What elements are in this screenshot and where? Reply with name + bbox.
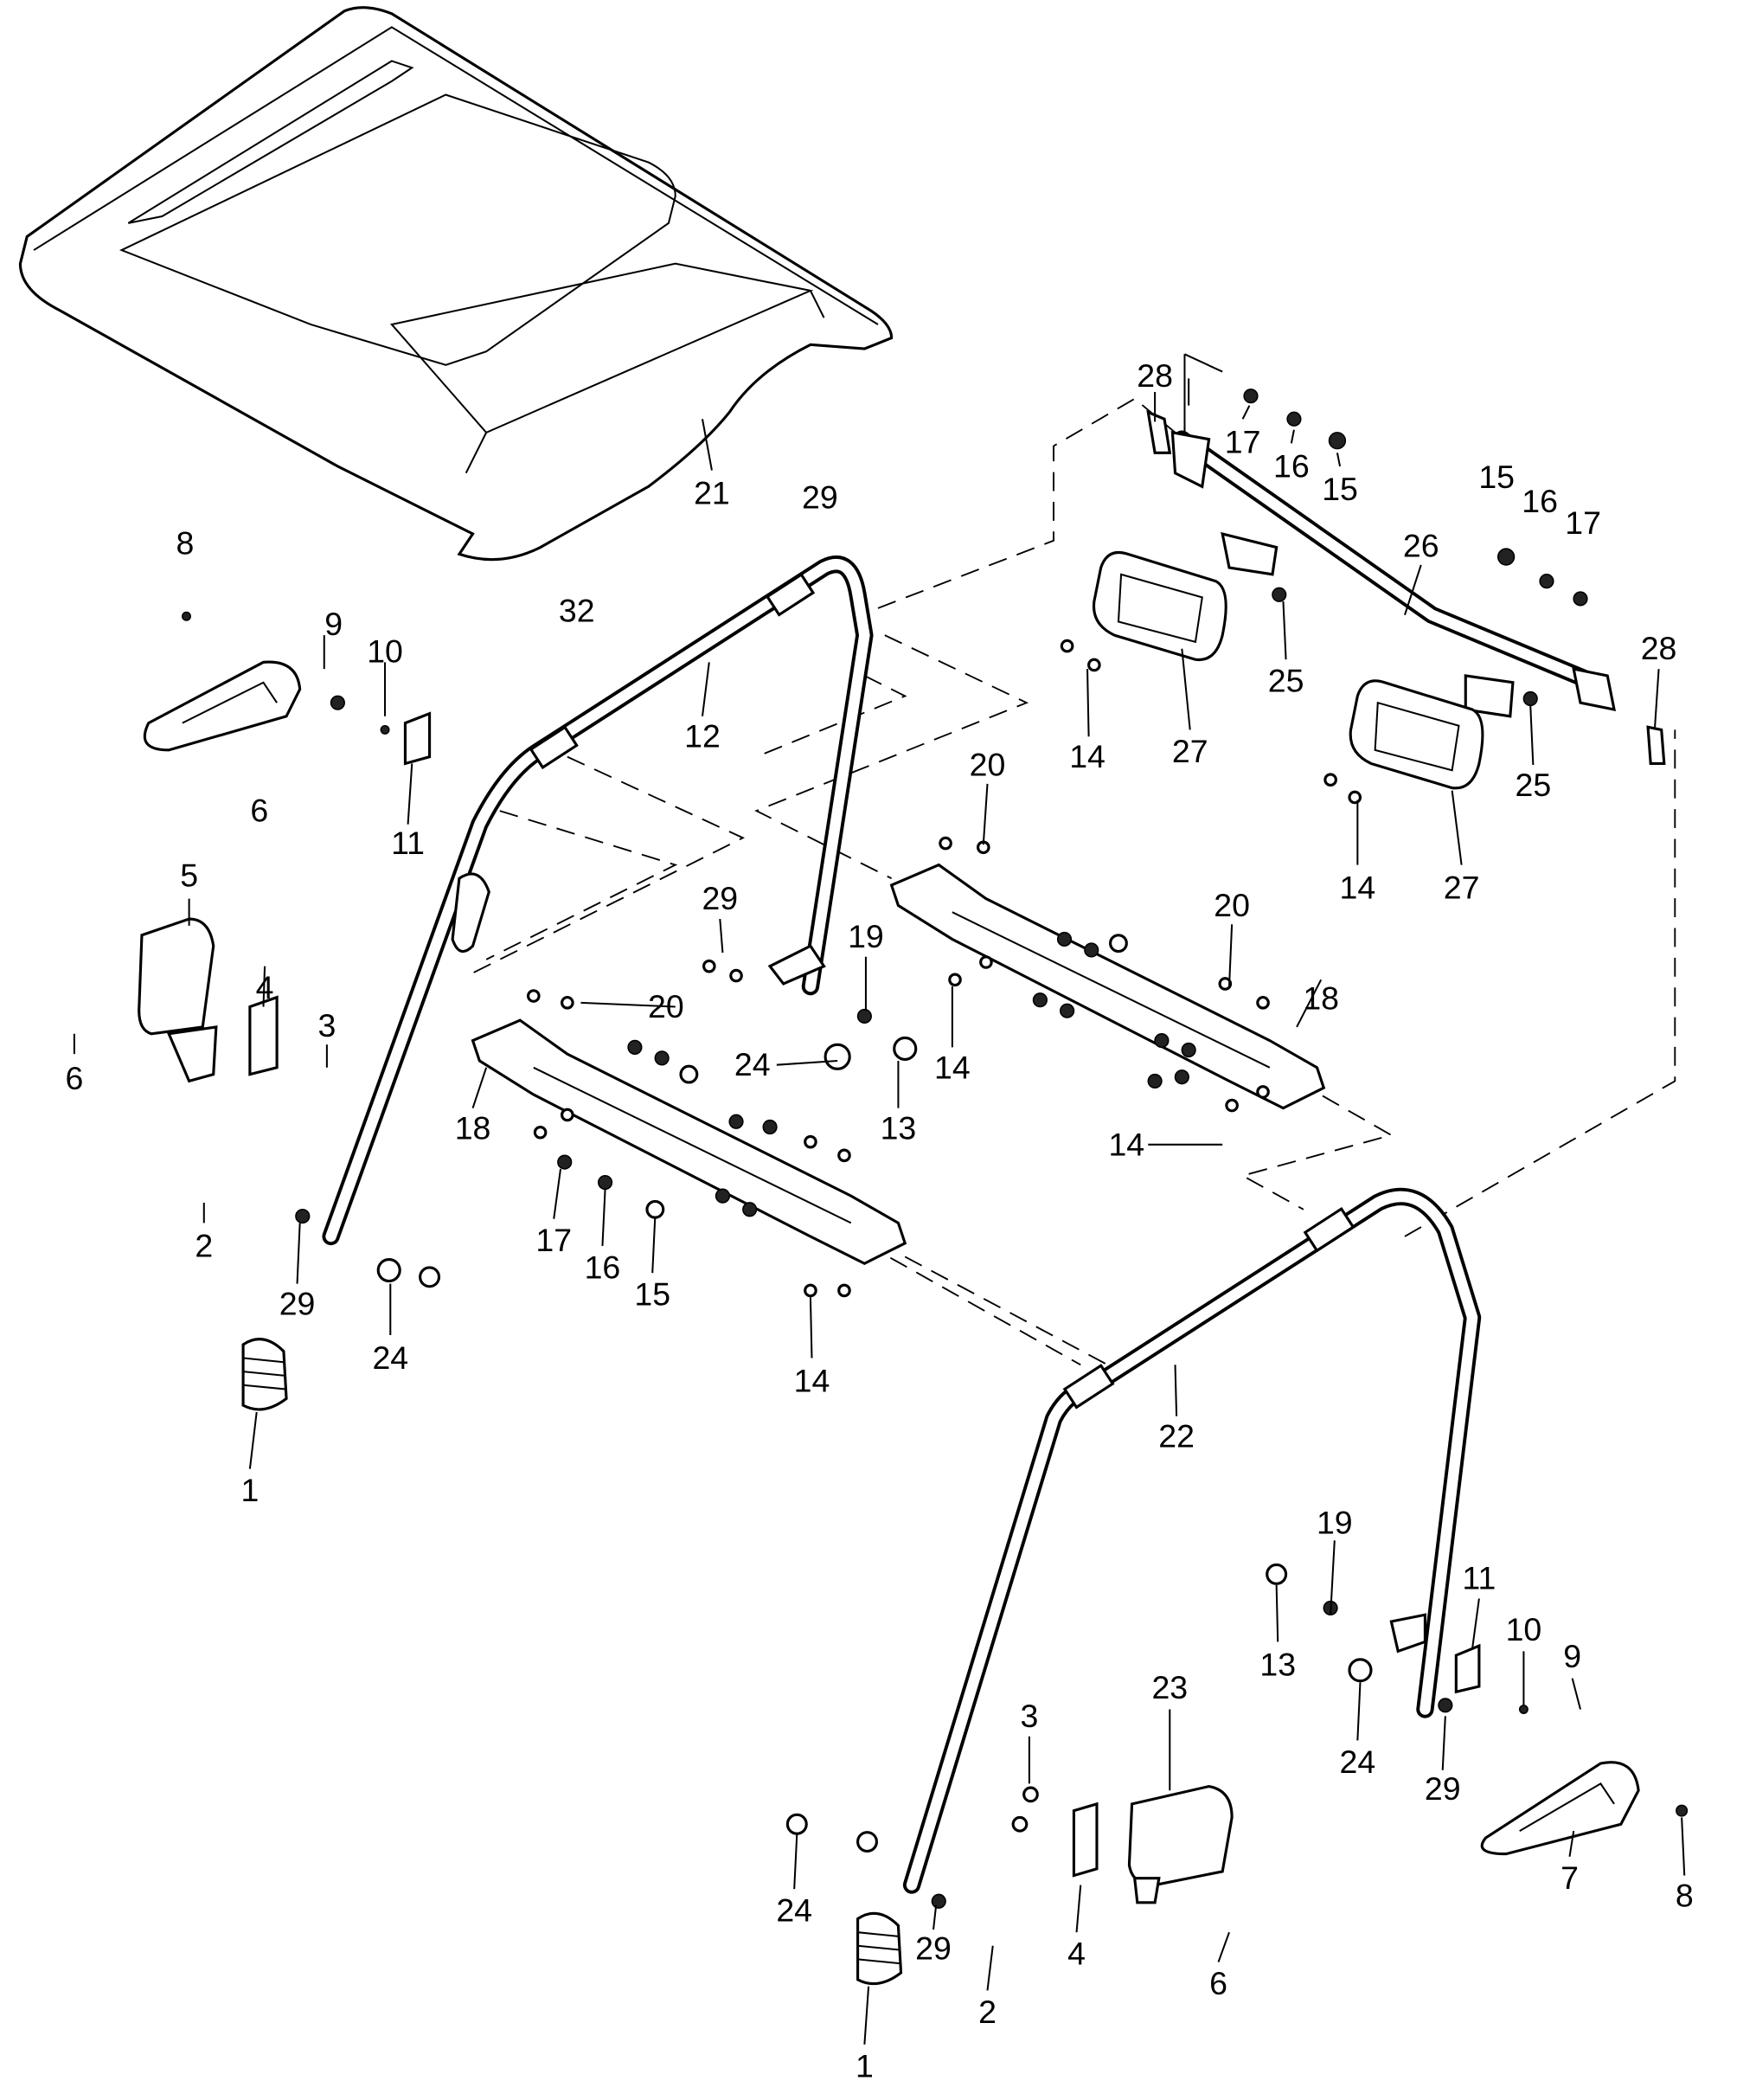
callout: 13 <box>881 1110 917 1146</box>
callout: 25 <box>1268 663 1304 699</box>
callout: 1 <box>240 1472 259 1508</box>
callout: 23 <box>1151 1669 1188 1705</box>
callout: 32 <box>559 592 595 628</box>
crossbars <box>471 863 1326 1265</box>
callout: 19 <box>1317 1505 1353 1541</box>
callout: 24 <box>372 1339 408 1376</box>
callout: 8 <box>1676 1878 1694 1914</box>
callout: 4 <box>256 969 274 1005</box>
callout: 14 <box>794 1363 830 1399</box>
callout: 25 <box>1516 767 1552 803</box>
callout: 28 <box>1641 630 1677 666</box>
callout: 11 <box>391 825 425 861</box>
callout: 22 <box>1158 1418 1195 1455</box>
callout: 28 <box>1137 357 1173 394</box>
light-bar <box>1146 409 1666 766</box>
callout: 24 <box>776 1892 812 1929</box>
callout: 29 <box>702 880 738 916</box>
callout: 29 <box>1425 1770 1461 1807</box>
callout: 6 <box>65 1060 83 1096</box>
callout: 11 <box>1462 1560 1496 1596</box>
callout: 3 <box>1020 1698 1038 1734</box>
callout: 27 <box>1172 733 1208 769</box>
callout: 16 <box>585 1249 621 1285</box>
callout: 18 <box>1303 980 1339 1017</box>
callout: 15 <box>634 1276 670 1313</box>
side-lights <box>143 660 1640 1856</box>
callout: 9 <box>1563 1638 1581 1674</box>
callout: 16 <box>1522 483 1558 519</box>
callout: 24 <box>734 1046 771 1082</box>
callout: 29 <box>915 1930 952 1966</box>
callout: 20 <box>970 747 1006 783</box>
callout: 20 <box>648 988 684 1024</box>
callout: 17 <box>1225 423 1261 459</box>
callout: 26 <box>1403 528 1439 564</box>
callout: 6 <box>1209 1965 1227 2001</box>
callout: 6 <box>250 793 268 829</box>
mirrors <box>138 917 1234 1904</box>
callout: 1 <box>856 2047 874 2084</box>
work-lights <box>1060 550 1538 805</box>
front-roll-bar <box>322 556 874 1246</box>
roof-panel <box>18 6 894 562</box>
callout: 13 <box>1259 1646 1296 1682</box>
callout: 2 <box>195 1227 213 1263</box>
callout: 18 <box>455 1110 491 1146</box>
callout: 14 <box>934 1049 971 1085</box>
callout-leaders <box>73 392 1686 2045</box>
callout: 14 <box>1340 870 1376 906</box>
callout: 29 <box>802 478 838 515</box>
callout: 15 <box>1322 471 1358 507</box>
callout: 24 <box>1340 1744 1376 1780</box>
callout: 27 <box>1444 870 1480 906</box>
callout: 20 <box>1214 887 1250 923</box>
callout: 7 <box>1561 1859 1579 1896</box>
callout: 4 <box>1067 1936 1086 1972</box>
callout: 16 <box>1273 447 1310 484</box>
callout: 21 <box>694 475 730 511</box>
callout: 5 <box>180 857 198 894</box>
callout-labels: 21 29 32 8 9 10 6 11 12 28 17 16 15 15 1… <box>65 357 1693 2084</box>
callout: 10 <box>1506 1611 1542 1647</box>
callout: 14 <box>1069 738 1106 774</box>
callout: 17 <box>1565 504 1601 541</box>
callout: 8 <box>176 524 195 561</box>
callout: 29 <box>279 1286 316 1322</box>
callout: 9 <box>324 606 343 642</box>
callout: 3 <box>317 1007 336 1044</box>
callout: 17 <box>535 1222 572 1258</box>
callout: 12 <box>684 718 721 755</box>
rubber-boots <box>241 1338 903 1986</box>
callout: 19 <box>848 918 884 954</box>
callout: 10 <box>367 633 403 669</box>
rear-roll-bar <box>902 1187 1482 1894</box>
callout: 14 <box>1108 1126 1144 1162</box>
assembly-leader-lines <box>472 353 1676 1366</box>
callout: 15 <box>1478 459 1515 495</box>
callout: 2 <box>978 1994 997 2030</box>
